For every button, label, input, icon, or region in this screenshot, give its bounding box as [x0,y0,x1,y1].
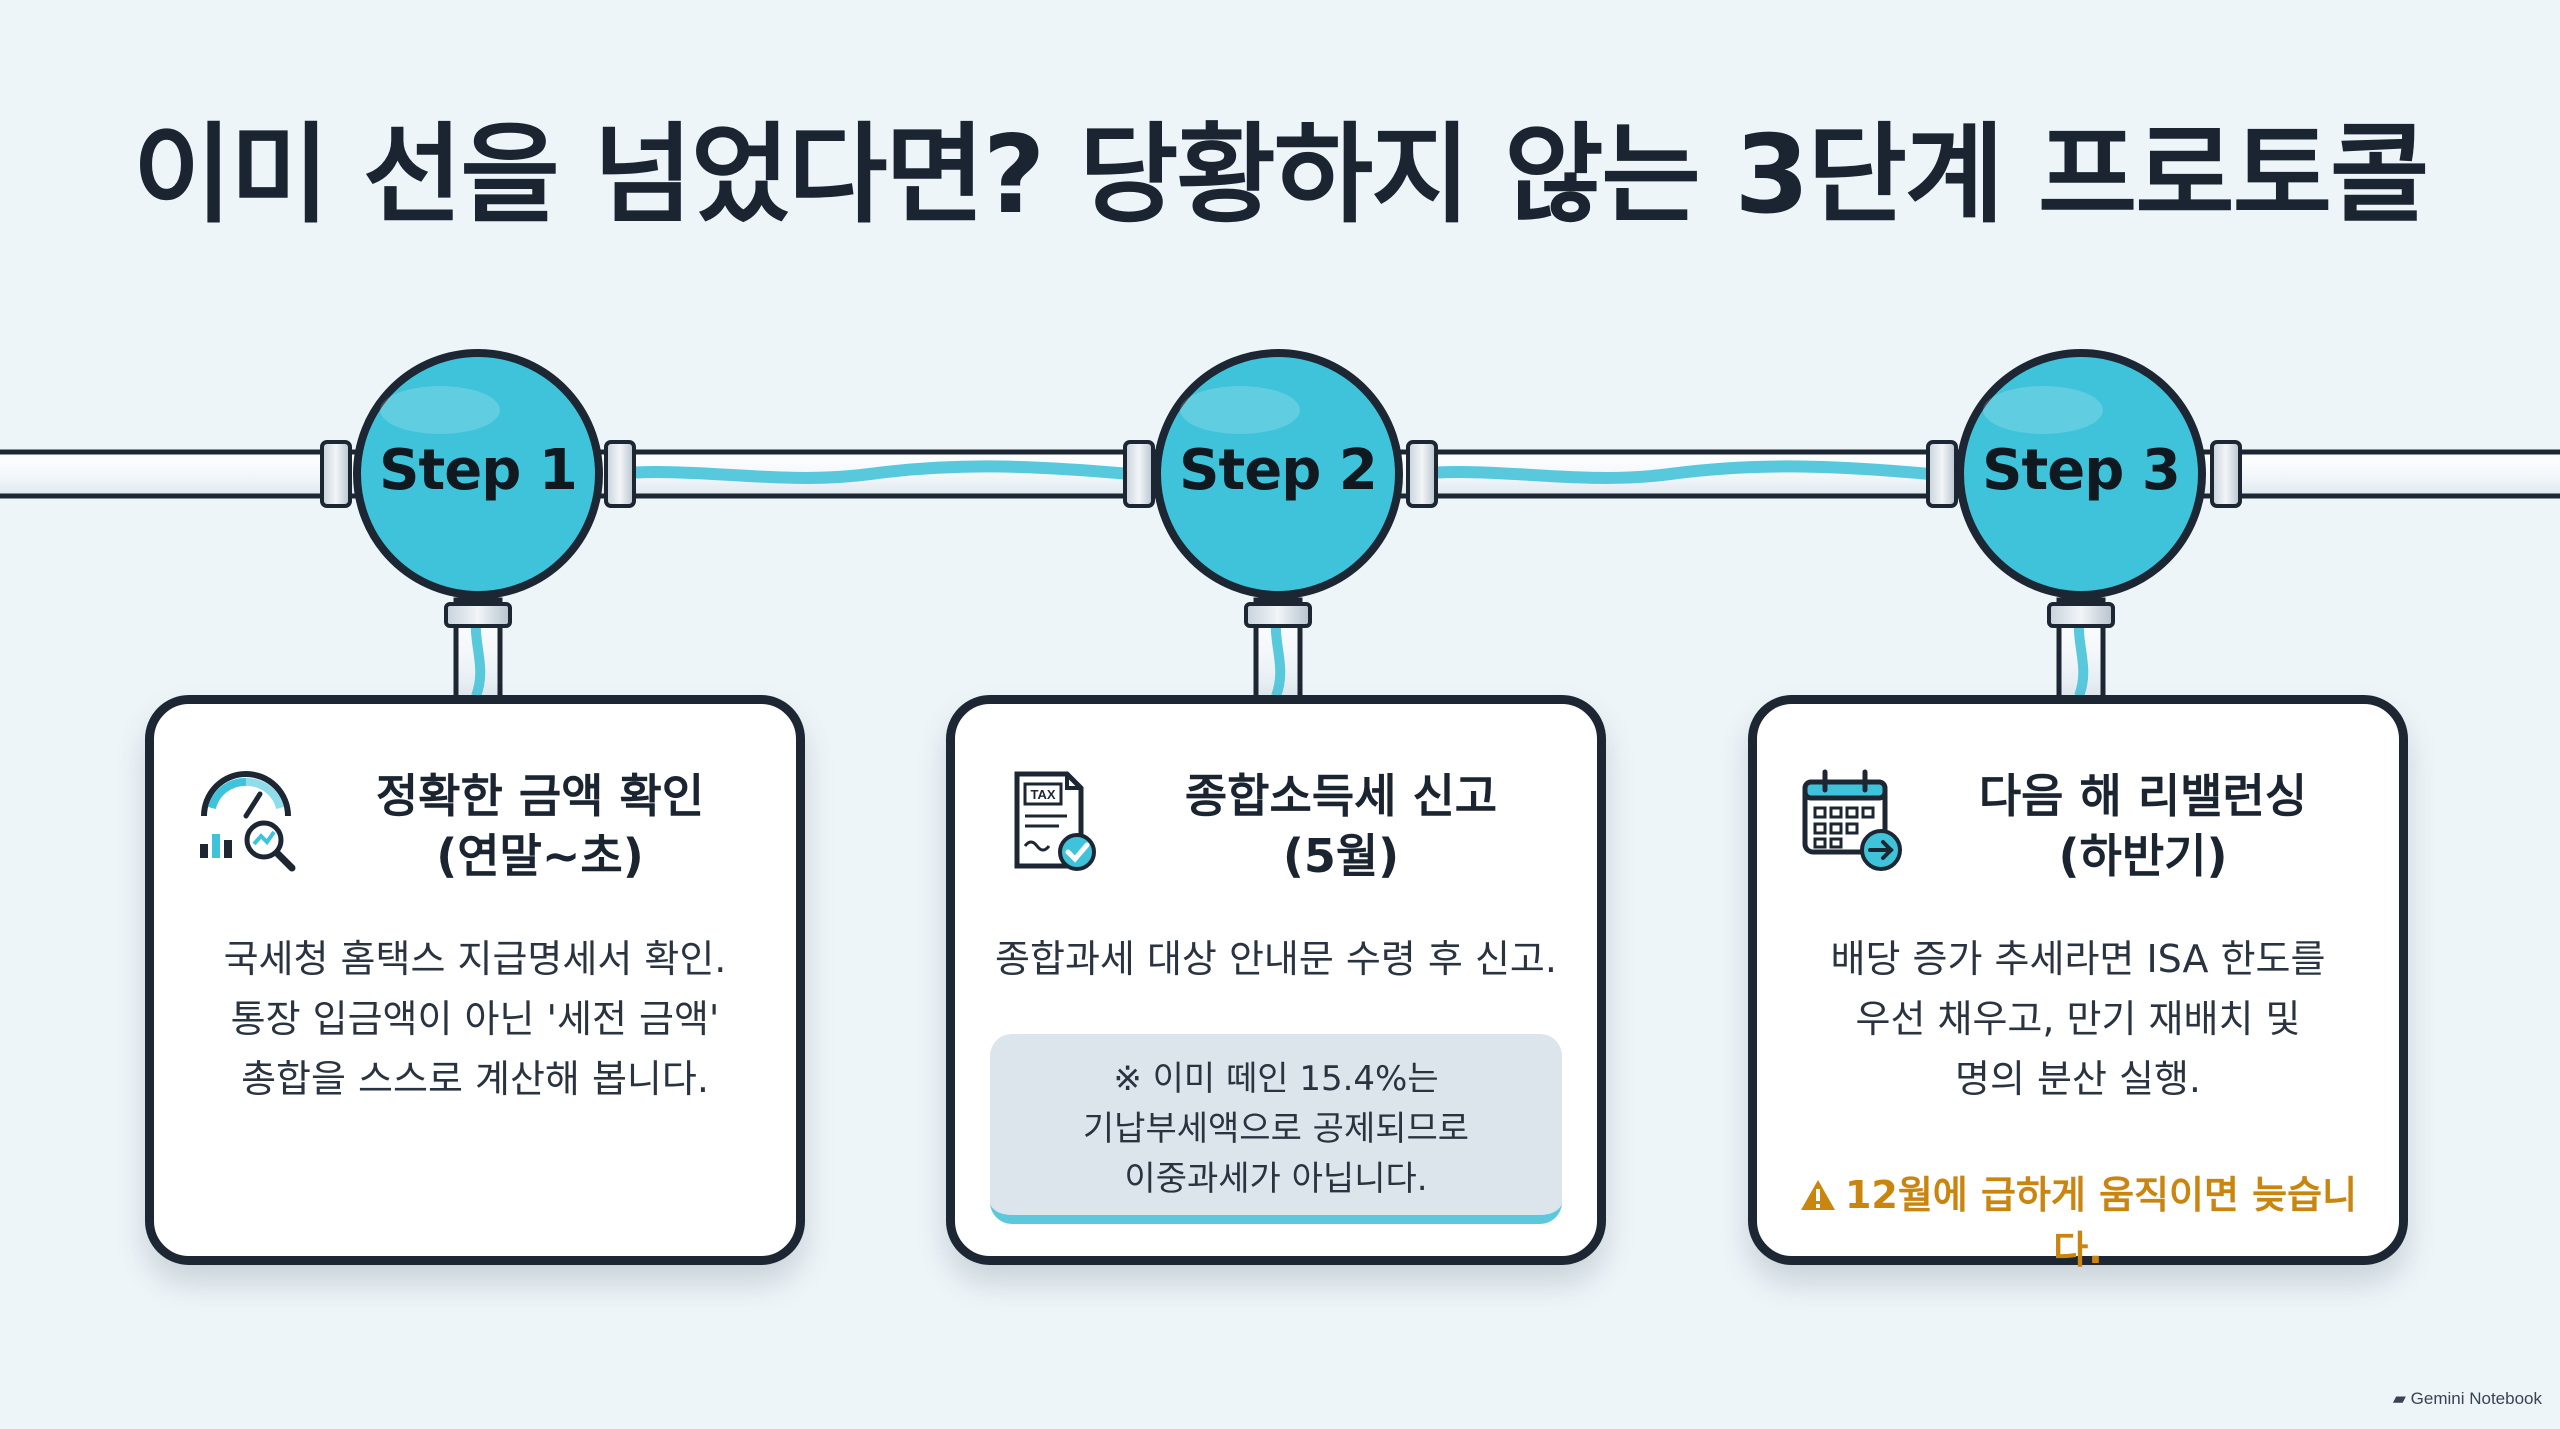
step-2-label: Step 2 [1179,438,1378,503]
step-3-card: 다음 해 리밸런싱 (하반기) 배당 증가 추세라면 ISA 한도를 우선 채우… [1748,695,2408,1272]
warning-icon [1800,1180,1835,1210]
step-2-body: 종합과세 대상 안내문 수령 후 신고. [995,937,1557,981]
calendar-arrow-icon [1802,769,1902,871]
step-3-title: 다음 해 리밸런싱 (하반기) [1978,769,2308,883]
water-flow-1 [604,460,1136,484]
step-3-body: 배당 증가 추세라면 ISA 한도를 우선 채우고, 만기 재배치 및 명의 분… [1830,937,2326,1101]
step-2-note: ※ 이미 떼인 15.4%는 기납부세액으로 공제되므로 이중과세가 아닙니다. [990,1034,1562,1224]
step-3-label: Step 3 [1982,438,2181,503]
step-node-2 [1153,349,1403,599]
step-1-card: 정확한 금액 확인 (연말~초) 국세청 홈택스 지급명세서 확인. 통장 입금… [145,695,805,1265]
gauge-magnifier-icon [200,771,296,872]
connector-2 [1244,597,1312,703]
tax-document-check-icon: TAX [1014,771,1096,871]
step-3-warning: 12월에 급하게 움직이면 늦습니다. [1777,1164,2379,1274]
footer-brand: ▰ Gemini Notebook [2392,1389,2542,1408]
connector-3 [2047,597,2115,703]
water-flow-2 [1409,460,1936,484]
connector-1 [444,597,512,703]
notebook-icon: ▰ [2392,1389,2411,1408]
step-node-1 [353,349,603,599]
step-2-title: 종합소득세 신고 (5월) [1184,769,1498,883]
svg-text:TAX: TAX [1030,787,1055,802]
step-1-title: 정확한 금액 확인 (연말~초) [375,769,705,883]
page-title: 이미 선을 넘었다면? 당황하지 않는 3단계 프로토콜 [132,113,2430,238]
step-1-label: Step 1 [379,438,578,503]
flanges [320,440,2242,508]
step-2-card: TAX 종합소득세 신고 (5월) 종합과세 대상 안내문 수령 후 신고. ※… [946,695,1606,1265]
step-node-3 [1956,349,2206,599]
step-1-body: 국세청 홈택스 지급명세서 확인. 통장 입금액이 아닌 '세전 금액' 총합을… [223,937,727,1101]
